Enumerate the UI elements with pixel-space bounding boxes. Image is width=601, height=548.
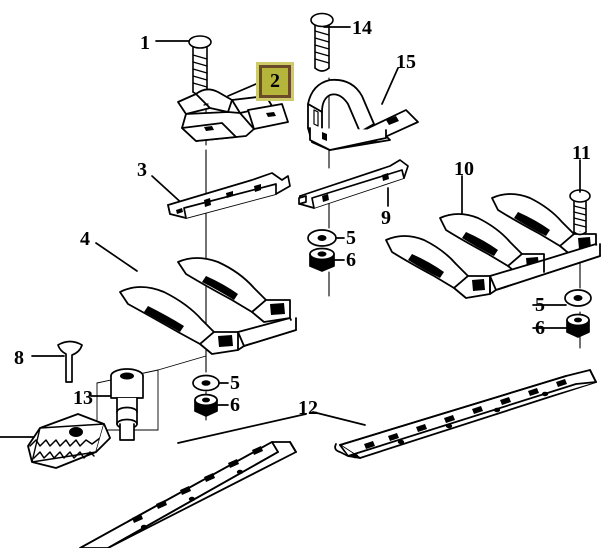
part-guard-pair-4 <box>119 257 297 355</box>
part-cutter-bar-rail-left <box>79 441 297 548</box>
callout-9[interactable]: 9 <box>381 207 391 229</box>
callout-6-lower[interactable]: 6 <box>230 394 240 416</box>
callout-13[interactable]: 13 <box>73 387 93 409</box>
part-bolt-14 <box>310 12 334 72</box>
callout-12[interactable]: 12 <box>298 397 318 419</box>
part-bolt-11 <box>569 189 591 236</box>
part-cutter-bar-rail-right <box>334 369 597 459</box>
callout-3[interactable]: 3 <box>137 159 147 181</box>
part-triple-guard-10 <box>385 193 601 299</box>
part-hold-down-plate-9 <box>298 159 409 209</box>
part-nut-6b <box>194 393 218 417</box>
part-washer-5c <box>564 289 592 307</box>
callout-11[interactable]: 11 <box>572 142 591 164</box>
callout-6-right[interactable]: 6 <box>535 317 545 339</box>
callout-10[interactable]: 10 <box>454 158 474 180</box>
part-bolt-1 <box>188 35 212 96</box>
part-washer-5b <box>192 374 220 392</box>
callout-14[interactable]: 14 <box>352 17 372 39</box>
callout-5-right[interactable]: 5 <box>535 294 545 316</box>
callout-4[interactable]: 4 <box>80 228 90 250</box>
callout-5-middle[interactable]: 5 <box>346 227 356 249</box>
callout-6-middle[interactable]: 6 <box>346 249 356 271</box>
part-wear-bar-3 <box>167 172 291 219</box>
part-nut-6a <box>309 247 335 272</box>
part-swivel-bracket-15 <box>307 78 419 151</box>
callout-8[interactable]: 8 <box>14 347 24 369</box>
part-clamp-bracket-2 <box>177 88 289 142</box>
callout-2[interactable]: 2 <box>256 62 294 101</box>
part-bolt-8 <box>57 340 83 383</box>
callout-1[interactable]: 1 <box>140 32 150 54</box>
part-spacer-bushing-13 <box>110 368 144 441</box>
part-washer-5a <box>307 229 337 247</box>
part-knife-section <box>27 413 111 469</box>
callout-15[interactable]: 15 <box>396 51 416 73</box>
part-nut-6c <box>566 313 590 338</box>
callout-5-lower[interactable]: 5 <box>230 372 240 394</box>
